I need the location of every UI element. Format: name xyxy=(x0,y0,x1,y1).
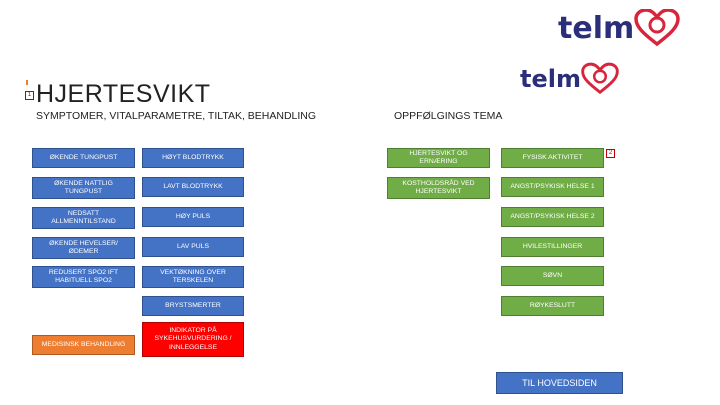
followup-button[interactable]: HJERTESVIKT OG ERNÆRING xyxy=(387,148,490,168)
followup-button[interactable]: FYSISK AKTIVITET xyxy=(501,148,604,168)
symptom-button[interactable]: ØKENDE TUNGPUST xyxy=(32,148,135,168)
vital-button[interactable]: HØY PULS xyxy=(142,207,244,227)
logo-text: telm xyxy=(520,65,581,93)
vital-button[interactable]: LAVT BLODTRYKK xyxy=(142,177,244,197)
followup-button[interactable]: RØYKESLUTT xyxy=(501,296,604,316)
page-subtitle: SYMPTOMER, VITALPARAMETRE, TILTAK, BEHAN… xyxy=(36,110,317,122)
logo-text: telm xyxy=(558,10,635,46)
home-button[interactable]: TIL HOVEDSIDEN xyxy=(496,372,623,394)
followup-button[interactable]: HVILESTILLINGER xyxy=(501,237,604,257)
heart-at-icon xyxy=(634,9,680,47)
vital-button[interactable]: VEKTØKNING OVER TERSKELEN xyxy=(142,266,244,288)
page-title: HJERTESVIKT xyxy=(36,80,211,108)
followup-button[interactable]: ANGST/PSYKISK HELSE 1 xyxy=(501,177,604,197)
slide-marker-1: 1 xyxy=(25,91,34,100)
symptom-button[interactable]: ØKENDE NATTLIG TUNGPUST xyxy=(32,177,135,199)
symptom-button[interactable]: REDUSERT SpO2 IFT HABITUELL SpO2 xyxy=(32,266,135,288)
vital-button[interactable]: HØYT BLODTRYKK xyxy=(142,148,244,168)
followup-title: OPPFØLGINGS TEMA xyxy=(394,110,503,122)
orange-tick xyxy=(26,80,28,85)
hospital-indicator-button[interactable]: INDIKATOR PÅ SYKEHUSVURDERING / INNLEGGE… xyxy=(142,322,244,357)
symptom-button[interactable]: ØKENDE HEVELSER/ØDEMER xyxy=(32,237,135,259)
vital-button[interactable]: LAV PULS xyxy=(142,237,244,257)
telma-logo-small: telm xyxy=(520,62,619,96)
vital-button[interactable]: BRYSTSMERTER xyxy=(142,296,244,316)
followup-button[interactable]: ANGST/PSYKISK HELSE 2 xyxy=(501,207,604,227)
telma-logo-large: telm xyxy=(558,9,680,47)
medical-treatment-button[interactable]: MEDISINSK BEHANDLING xyxy=(32,335,135,355)
symptom-button[interactable]: NEDSATT ALLMENNTILSTAND xyxy=(32,207,135,229)
heart-at-icon xyxy=(581,62,619,95)
followup-button[interactable]: SØVN xyxy=(501,266,604,286)
slide-marker-2: 2 xyxy=(606,149,615,158)
followup-button[interactable]: KOSTHOLDSRÅD VED HJERTESVIKT xyxy=(387,177,490,199)
